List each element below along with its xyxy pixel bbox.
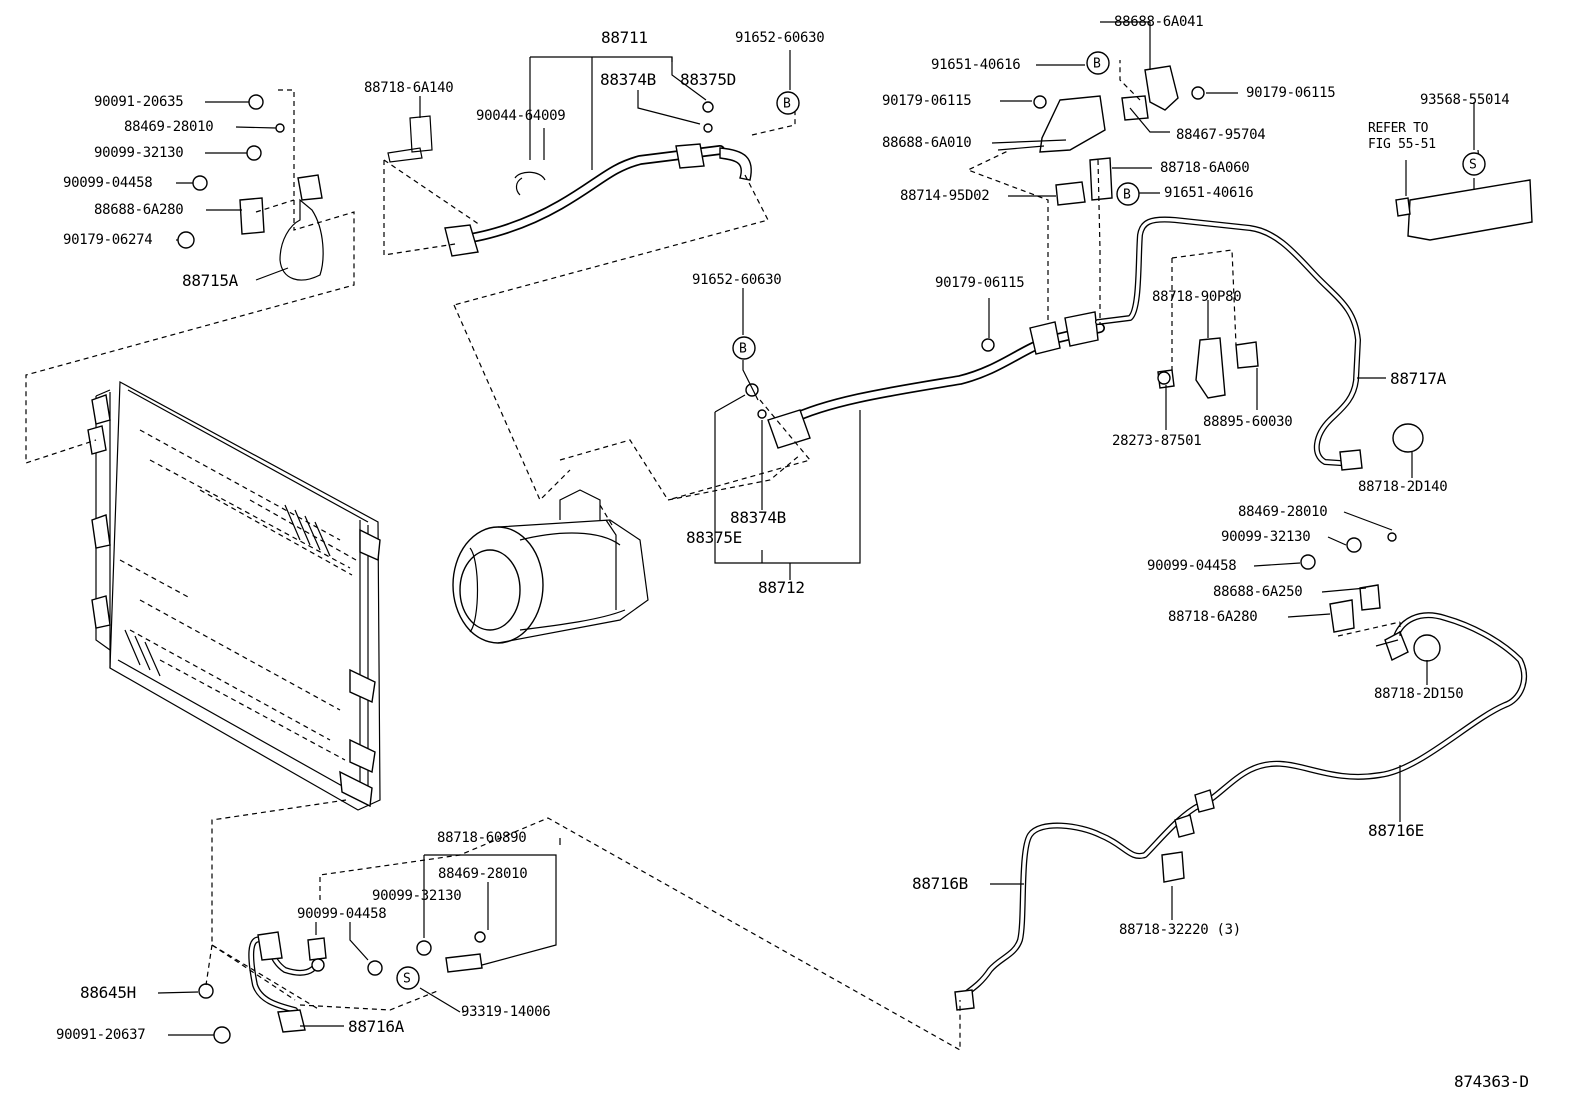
- part-label-88895-60030: 88895-60030: [1203, 414, 1293, 430]
- part-label-88711: 88711: [601, 28, 648, 47]
- hose-88711: [444, 143, 752, 257]
- part-label-88712: 88712: [758, 578, 805, 597]
- part-label-90091-20635: 90091-20635: [94, 94, 184, 110]
- pipe-88716a: [248, 931, 327, 1033]
- part-label-90099-04458: 90099-04458: [297, 906, 387, 922]
- part-label-88716a: 88716A: [348, 1017, 404, 1036]
- bracket-88715a: [239, 174, 324, 281]
- symbol-b-letter: B: [1093, 56, 1101, 72]
- part-label-90099-32130: 90099-32130: [94, 145, 184, 161]
- part-label-90179-06115: 90179-06115: [882, 93, 972, 109]
- part-label-88716b: 88716B: [912, 874, 968, 893]
- symbol-s-letter: S: [403, 971, 411, 987]
- part-label-91652-60630: 91652-60630: [735, 30, 825, 46]
- symbol-b-circle: [1116, 182, 1140, 206]
- symbol-b-circle: [732, 336, 756, 360]
- part-label-91651-40616: 91651-40616: [1164, 185, 1254, 201]
- part-label-28273-87501: 28273-87501: [1112, 433, 1202, 449]
- condenser-brackets: [87, 394, 381, 808]
- pipe-88716e-88716b: [954, 612, 1527, 1011]
- part-label-88469-28010: 88469-28010: [124, 119, 214, 135]
- refer-note: REFER TO FIG 55-51: [1368, 121, 1436, 152]
- part-label-88688-6a280: 88688-6A280: [94, 202, 184, 218]
- part-label-90099-04458: 90099-04458: [1147, 558, 1237, 574]
- part-label-93319-14006: 93319-14006: [461, 1004, 551, 1020]
- part-label-88688-6a041: 88688-6A041: [1114, 14, 1204, 30]
- diagram-id: 874363-D: [1454, 1072, 1529, 1091]
- symbol-b-circle: [1086, 51, 1110, 75]
- right-side-clamps: [1157, 337, 1441, 883]
- part-label-88469-28010: 88469-28010: [1238, 504, 1328, 520]
- part-label-90091-20637: 90091-20637: [56, 1027, 146, 1043]
- part-label-88714-95d02: 88714-95D02: [900, 188, 990, 204]
- part-label-88469-28010: 88469-28010: [438, 866, 528, 882]
- compressor: [452, 489, 649, 644]
- part-label-88688-6a010: 88688-6A010: [882, 135, 972, 151]
- part-label-90179-06115: 90179-06115: [935, 275, 1025, 291]
- part-label-88645h: 88645H: [80, 983, 136, 1002]
- part-label-88718-90p80: 88718-90P80: [1152, 289, 1242, 305]
- symbol-b-letter: B: [1123, 187, 1131, 203]
- part-label-88375e: 88375E: [686, 528, 742, 547]
- part-label-90044-64009: 90044-64009: [476, 108, 566, 124]
- leader-lines: [157, 21, 1481, 1036]
- symbol-b-letter: B: [783, 96, 791, 112]
- upper-right-brackets: [1039, 65, 1533, 241]
- condenser-fins: [119, 429, 357, 761]
- part-label-91652-60630: 91652-60630: [692, 272, 782, 288]
- symbol-s-circle: [396, 966, 420, 990]
- part-label-88374b: 88374B: [730, 508, 786, 527]
- part-label-88717a: 88717A: [1390, 369, 1446, 388]
- circled-symbols: [396, 51, 1486, 990]
- symbol-s-letter: S: [1469, 157, 1477, 173]
- part-label-88718-6a140: 88718-6A140: [364, 80, 454, 96]
- condenser: [87, 381, 381, 811]
- hose-88712: [767, 311, 1105, 449]
- symbol-s-circle: [1462, 152, 1486, 176]
- dashed-assembly-lines: [25, 60, 1401, 1052]
- part-label-91651-40616: 91651-40616: [931, 57, 1021, 73]
- part-label-90099-32130: 90099-32130: [372, 888, 462, 904]
- part-label-88718-60890: 88718-60890: [437, 830, 527, 846]
- part-label-88718-2d150: 88718-2D150: [1374, 686, 1464, 702]
- symbol-b-circle: [776, 91, 800, 115]
- symbol-b-letter: B: [739, 341, 747, 357]
- part-label-88688-6a250: 88688-6A250: [1213, 584, 1303, 600]
- part-label-88718-6a280: 88718-6A280: [1168, 609, 1258, 625]
- part-label-88718-2d140: 88718-2D140: [1358, 479, 1448, 495]
- part-label-88375d: 88375D: [680, 70, 736, 89]
- part-label-90099-32130: 90099-32130: [1221, 529, 1311, 545]
- fasteners: [177, 86, 1399, 1044]
- part-label-88718-32220: 88718-32220 (3): [1119, 922, 1241, 938]
- part-label-90179-06115: 90179-06115: [1246, 85, 1336, 101]
- part-label-88716e: 88716E: [1368, 821, 1424, 840]
- pipe-88717a: [1095, 216, 1363, 471]
- part-label-88467-95704: 88467-95704: [1176, 127, 1266, 143]
- part-label-93568-55014: 93568-55014: [1420, 92, 1510, 108]
- part-label-90099-04458: 90099-04458: [63, 175, 153, 191]
- part-label-88718-6a060: 88718-6A060: [1160, 160, 1250, 176]
- part-label-88374b: 88374B: [600, 70, 656, 89]
- part-label-88715a: 88715A: [182, 271, 238, 290]
- part-label-90179-06274: 90179-06274: [63, 232, 153, 248]
